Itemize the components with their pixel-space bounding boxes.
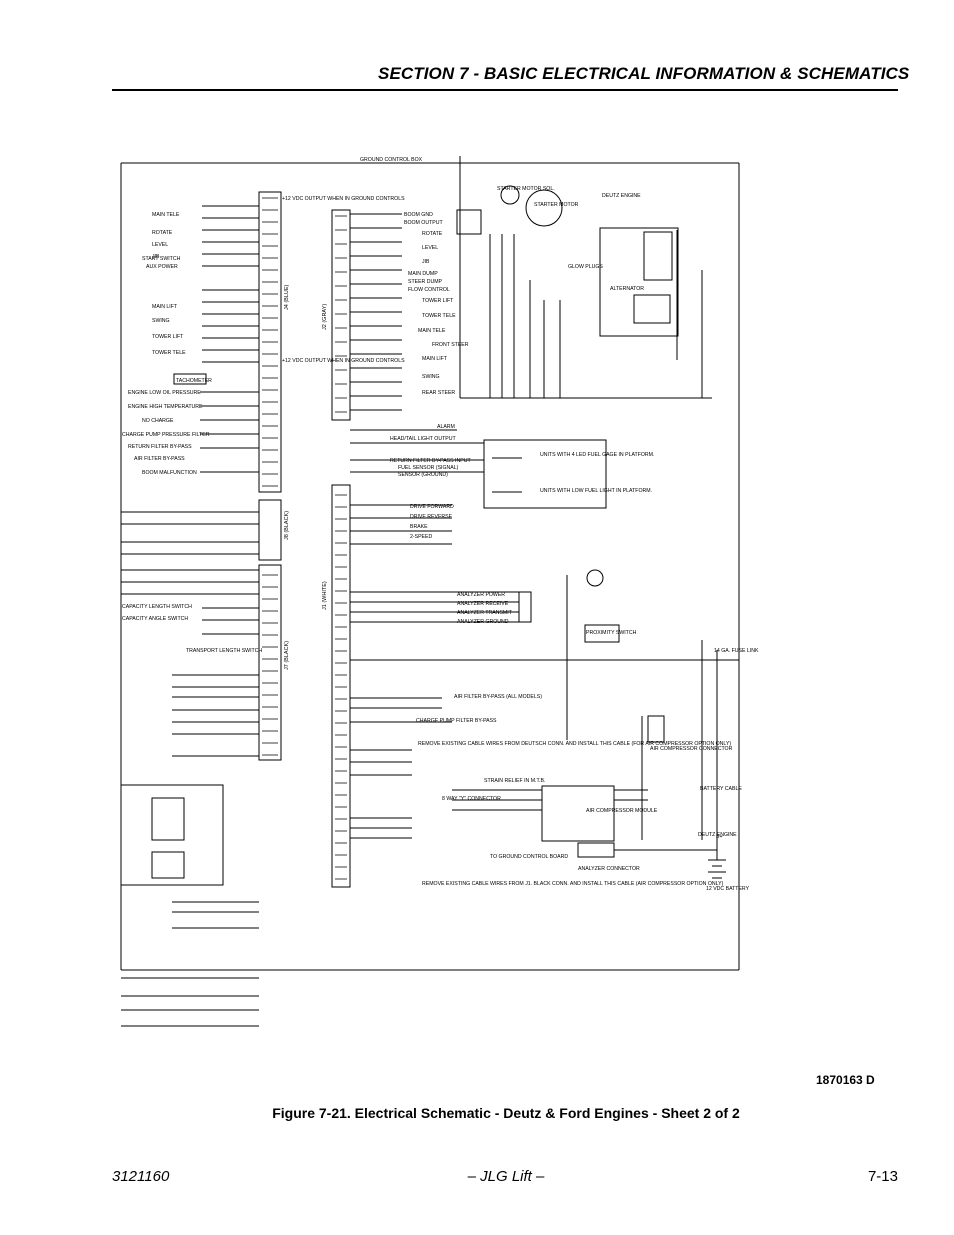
platform-note: UNITS WITH LOW FUEL LIGHT IN PLATFORM. — [540, 488, 652, 494]
right-label: HEAD/TAIL LIGHT OUTPUT — [390, 436, 456, 442]
left-label: AIR FILTER BY-PASS — [134, 456, 185, 462]
label-glow-plugs: GLOW PLUGS — [568, 264, 603, 270]
right-label: ANALYZER TRANSMIT — [457, 610, 513, 616]
note-strain-relief: STRAIN RELIEF IN M.T.B. — [484, 778, 545, 784]
right-label: MAIN LIFT — [422, 356, 448, 362]
b-plus-label: B+ — [716, 834, 723, 840]
left-label: ENGINE HIGH TEMPERATURE — [128, 404, 203, 410]
tachometer-label: TACHOMETER — [176, 378, 212, 384]
left-label: CAPACITY ANGLE SWITCH — [122, 616, 188, 622]
right-label: RETURN FILTER BY-PASS INPUT — [390, 458, 471, 464]
right-label: TOWER LIFT — [422, 298, 454, 304]
right-label: ROTATE — [422, 231, 443, 237]
right-label: FUEL SENSOR (SIGNAL) — [398, 465, 459, 471]
right-label: ANALYZER RECEIVE — [457, 601, 509, 607]
left-label: TRANSPORT LENGTH SWITCH — [186, 648, 262, 654]
left-label: RETURN FILTER BY-PASS — [128, 444, 192, 450]
right-label: MAIN TELE — [418, 328, 446, 334]
left-label: ROTATE — [152, 230, 173, 236]
label-ground-control-box: GROUND CONTROL BOX — [360, 157, 423, 163]
footer-doc-number: 3121160 — [112, 1168, 170, 1185]
battery-label: 12 VDC BATTERY — [706, 886, 750, 892]
right-label: LEVEL — [422, 245, 438, 251]
right-label: BOOM OUTPUT — [404, 220, 443, 226]
left-label: CAPACITY LENGTH SWITCH — [122, 604, 192, 610]
note-remove-j1: REMOVE EXISTING CABLE WIRES FROM J1. BLA… — [422, 881, 724, 887]
left-label: TOWER LIFT — [152, 334, 184, 340]
battery-cable-label: BATTERY CABLE — [700, 786, 742, 792]
right-label: ANALYZER POWER — [457, 592, 505, 598]
note-8way-connector: 8 WAY "Y" CONNECTOR — [442, 796, 501, 802]
air-compressor-module-label: AIR COMPRESSOR MODULE — [586, 808, 658, 814]
left-label: NO CHARGE — [142, 418, 174, 424]
right-label: DRIVE FORWARD — [410, 504, 454, 510]
right-label: CHARGE PUMP FILTER BY-PASS — [416, 718, 497, 724]
right-label: DRIVE REVERSE — [410, 514, 453, 520]
right-label: REAR STEER — [422, 390, 455, 396]
header-rule — [112, 89, 898, 91]
j4-note-top: +12 VDC OUTPUT WHEN IN GROUND CONTROLS — [282, 196, 405, 202]
right-label: BOOM GND — [404, 212, 433, 218]
j4-note-middle: +12 VDC OUTPUT WHEN IN GROUND CONTROLS — [282, 358, 405, 364]
right-label: AIR FILTER BY-PASS (ALL MODELS) — [454, 694, 542, 700]
figure-caption-text: Figure 7-21. Electrical Schematic - Deut… — [272, 1105, 740, 1121]
left-label: AUX POWER — [146, 264, 178, 270]
platform-note: UNITS WITH 4 LED FUEL GAGE IN PLATFORM. — [540, 452, 654, 458]
analyzer-connector-label: ANALYZER CONNECTOR — [578, 866, 640, 872]
electrical-schematic: GROUND CONTROL BOX DEUTZ ENGINE STARTER … — [120, 156, 759, 1027]
proximity-switch-label: PROXIMITY SWITCH — [586, 630, 637, 636]
note-remove-deutsch: REMOVE EXISTING CABLE WIRES FROM DEUTSCH… — [418, 741, 731, 747]
to-ground-control-board-label: TO GROUND CONTROL BOARD — [490, 854, 568, 860]
right-label: BRAKE — [410, 524, 428, 530]
connector-j2-label: J2 (GRAY) — [322, 304, 328, 330]
fuse-link-label: 14 GA. FUSE LINK — [714, 648, 759, 654]
right-label: JIB — [422, 259, 430, 265]
left-label: JIB — [152, 254, 160, 260]
connector-j7-label: J7 (BLACK) — [284, 641, 290, 670]
label-starter-motor: STARTER MOTOR — [534, 202, 579, 208]
right-label: 2-SPEED — [410, 534, 432, 540]
right-label: ALARM — [437, 424, 455, 430]
connector-j1-label: J1 (WHITE) — [322, 581, 328, 610]
left-label: LEVEL — [152, 242, 168, 248]
footer-page-number: 7-13 — [867, 1168, 898, 1185]
footer-center-text: – JLG Lift – — [467, 1168, 545, 1185]
right-label: TOWER TELE — [422, 313, 456, 319]
connector-j4-label: J4 (BLUE) — [284, 284, 290, 310]
footer-center: – JLG Lift – — [0, 1168, 954, 1185]
drawing-number: 1870163 D — [816, 1073, 875, 1087]
right-label: SWING — [422, 374, 440, 380]
left-label: START SWITCH — [142, 256, 181, 262]
air-compressor-connector-label: AIR COMPRESSOR CONNECTOR — [650, 746, 733, 752]
label-starter-motor-sol: STARTER MOTOR SOL. — [497, 186, 555, 192]
right-label: SENSOR (GROUND) — [398, 472, 448, 478]
left-label: ENGINE LOW OIL PRESSURE — [128, 390, 201, 396]
left-label: CHARGE PUMP PRESSURE FILTER — [122, 432, 210, 438]
figure-caption: Figure 7-21. Electrical Schematic - Deut… — [0, 1105, 954, 1121]
left-label: TOWER TELE — [152, 350, 186, 356]
deutz-engine-bottom-label: DEUTZ ENGINE — [698, 832, 737, 838]
left-label: MAIN TELE — [152, 212, 180, 218]
left-label: BOOM MALFUNCTION — [142, 470, 197, 476]
label-alternator: ALTERNATOR — [610, 286, 644, 292]
left-label: MAIN LIFT — [152, 304, 178, 310]
section-title: SECTION 7 - BASIC ELECTRICAL INFORMATION… — [378, 64, 910, 83]
right-label: FRONT STEER — [432, 342, 469, 348]
right-label: MAIN DUMP — [408, 271, 438, 277]
label-deutz-engine: DEUTZ ENGINE — [602, 193, 641, 199]
left-label: SWING — [152, 318, 170, 324]
connector-j8-label: J8 (BLACK) — [284, 511, 290, 540]
right-label: FLOW CONTROL — [408, 287, 450, 293]
right-label: STEER DUMP — [408, 279, 443, 285]
right-label: ANALYZER GROUND — [457, 619, 509, 625]
